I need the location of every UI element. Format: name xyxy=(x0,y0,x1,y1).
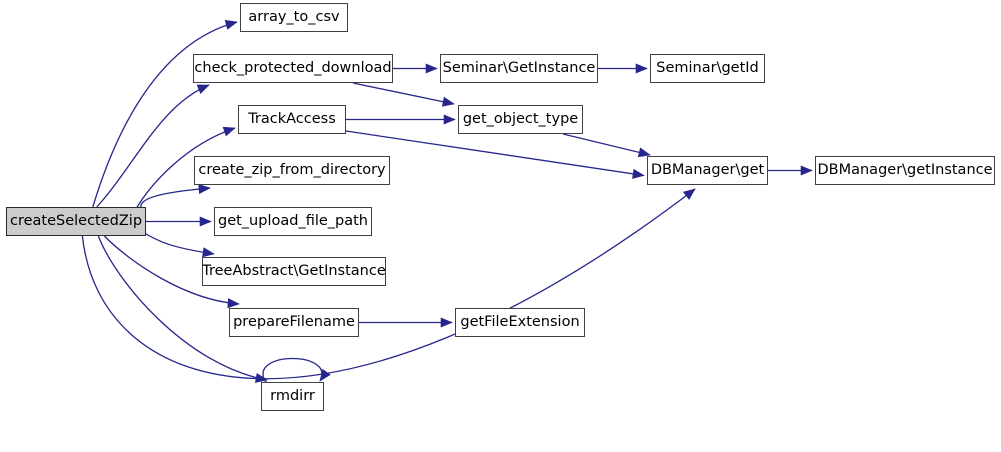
edge-createSelectedZip-to-rmdirr-line xyxy=(97,235,268,381)
graph-node-label: Seminar\getId xyxy=(656,60,759,77)
edge-TrackAccess-to-get_object_type-arrowhead xyxy=(443,114,456,125)
edge-check_protected_download-to-Seminar_GetInstance xyxy=(393,63,438,74)
edge-rmdirr-self-loop-arrowhead xyxy=(319,368,331,382)
graph-node-Seminar_getId[interactable]: Seminar\getId xyxy=(650,54,765,83)
edge-createSelectedZip-to-DBManager_get-line xyxy=(81,188,696,380)
graph-node-label: createSelectedZip xyxy=(9,213,143,230)
graph-node-TreeAbstract_GetInstance[interactable]: TreeAbstract\GetInstance xyxy=(202,257,386,286)
edge-createSelectedZip-to-TreeAbstract_GetInstance-arrowhead xyxy=(202,247,215,258)
graph-node-label: getFileExtension xyxy=(460,314,580,331)
graph-node-createSelectedZip[interactable]: createSelectedZip xyxy=(6,207,146,236)
edge-get_object_type-to-DBManager_get-line xyxy=(562,133,651,156)
edge-get_object_type-to-DBManager_get-arrowhead xyxy=(637,147,651,158)
edge-prepareFilename-to-getFileExtension xyxy=(359,317,453,328)
edge-createSelectedZip-to-create_zip_from_directory-arrowhead xyxy=(198,183,211,195)
edge-check_protected_download-to-get_object_type xyxy=(352,82,455,107)
graph-node-label: Seminar\GetInstance xyxy=(442,60,596,77)
edge-rmdirr-self-loop-line xyxy=(262,357,323,382)
graph-node-label: create_zip_from_directory xyxy=(198,162,386,179)
graph-node-label: prepareFilename xyxy=(233,314,355,331)
edge-createSelectedZip-to-TrackAccess xyxy=(135,126,236,210)
edge-createSelectedZip-to-check_protected_download xyxy=(96,84,210,208)
graph-node-TrackAccess[interactable]: TrackAccess xyxy=(238,105,346,134)
edge-createSelectedZip-to-TrackAccess-arrowhead xyxy=(222,126,236,137)
edge-DBManager_get-to-DBManager_getInstance xyxy=(768,165,813,176)
edge-createSelectedZip-to-prepareFilename-line xyxy=(103,235,240,305)
graph-node-array_to_csv[interactable]: array_to_csv xyxy=(240,3,348,32)
edge-check_protected_download-to-Seminar_GetInstance-arrowhead xyxy=(425,63,438,74)
edge-createSelectedZip-to-check_protected_download-line xyxy=(96,84,210,208)
graph-node-DBManager_get[interactable]: DBManager\get xyxy=(647,156,768,185)
edge-TrackAccess-to-DBManager_get-arrowhead xyxy=(632,168,645,179)
edge-prepareFilename-to-getFileExtension-arrowhead xyxy=(440,317,453,328)
graph-node-label: check_protected_download xyxy=(194,60,392,77)
graph-node-create_zip_from_directory[interactable]: create_zip_from_directory xyxy=(194,156,390,185)
graph-node-getFileExtension[interactable]: getFileExtension xyxy=(455,308,585,337)
edge-get_object_type-to-DBManager_get xyxy=(562,133,651,158)
graph-node-label: rmdirr xyxy=(270,388,315,405)
graph-node-get_upload_file_path[interactable]: get_upload_file_path xyxy=(214,207,372,236)
edge-check_protected_download-to-get_object_type-arrowhead xyxy=(441,96,455,107)
edge-createSelectedZip-to-get_upload_file_path xyxy=(146,216,212,227)
graph-node-prepareFilename[interactable]: prepareFilename xyxy=(229,308,359,337)
graph-node-label: TreeAbstract\GetInstance xyxy=(202,263,386,280)
graph-node-get_object_type[interactable]: get_object_type xyxy=(458,105,583,134)
graph-node-Seminar_GetInstance[interactable]: Seminar\GetInstance xyxy=(440,54,598,83)
edge-createSelectedZip-to-array_to_csv-line xyxy=(92,21,238,208)
edge-Seminar_GetInstance-to-Seminar_getId-arrowhead xyxy=(635,63,648,74)
edge-createSelectedZip-to-prepareFilename-arrowhead xyxy=(227,298,240,309)
edge-createSelectedZip-to-get_upload_file_path-arrowhead xyxy=(199,216,212,227)
edge-createSelectedZip-to-TrackAccess-line xyxy=(135,127,236,210)
edge-createSelectedZip-to-check_protected_download-arrowhead xyxy=(196,84,210,94)
graph-node-label: get_upload_file_path xyxy=(218,213,368,230)
edge-TrackAccess-to-get_object_type xyxy=(346,114,456,125)
graph-node-DBManager_getInstance[interactable]: DBManager\getInstance xyxy=(815,156,995,185)
graph-node-label: get_object_type xyxy=(462,111,579,128)
edge-TrackAccess-to-DBManager_get xyxy=(345,130,645,179)
edge-DBManager_get-to-DBManager_getInstance-arrowhead xyxy=(800,165,813,176)
edge-createSelectedZip-to-array_to_csv-arrowhead xyxy=(224,20,238,30)
edge-createSelectedZip-to-TreeAbstract_GetInstance xyxy=(141,230,215,258)
edge-createSelectedZip-to-DBManager_get xyxy=(81,188,696,380)
graph-node-label: DBManager\get xyxy=(650,162,765,179)
graph-node-check_protected_download[interactable]: check_protected_download xyxy=(193,54,393,83)
edge-createSelectedZip-to-DBManager_get-arrowhead xyxy=(682,188,696,200)
graph-node-label: array_to_csv xyxy=(248,9,340,26)
edge-TrackAccess-to-DBManager_get-line xyxy=(345,130,645,177)
edge-check_protected_download-to-get_object_type-line xyxy=(352,82,455,105)
edge-Seminar_GetInstance-to-Seminar_getId xyxy=(598,63,648,74)
graph-node-label: TrackAccess xyxy=(248,111,336,128)
edge-createSelectedZip-to-array_to_csv xyxy=(92,20,238,208)
graph-node-rmdirr[interactable]: rmdirr xyxy=(261,382,324,411)
edge-createSelectedZip-to-create_zip_from_directory xyxy=(140,183,211,213)
edge-createSelectedZip-to-prepareFilename xyxy=(103,235,240,309)
graph-node-label: DBManager\getInstance xyxy=(817,162,993,179)
